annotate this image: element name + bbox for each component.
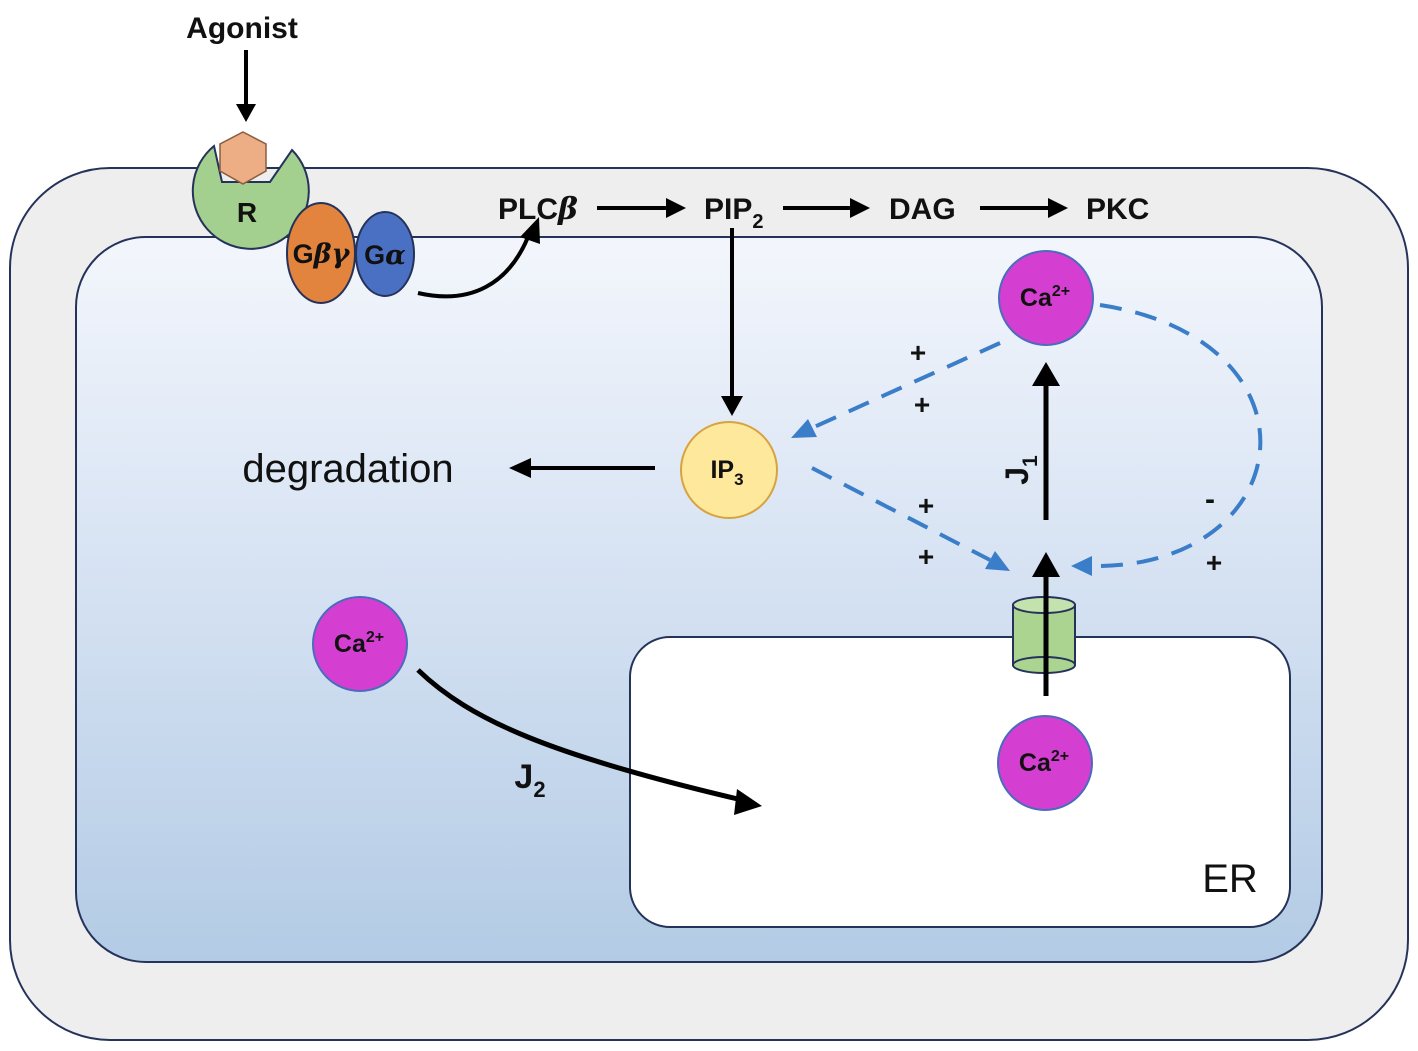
- g-alpha: [355, 211, 415, 297]
- calcium-label-er: Ca2+: [1019, 748, 1069, 777]
- degradation-label: degradation: [242, 447, 453, 491]
- calcium-label-left: Ca2+: [334, 629, 384, 658]
- g-alpha-label: Gα: [364, 240, 406, 271]
- g-beta-gamma-label: Gβγ: [293, 239, 351, 270]
- ip3-molecule: [680, 421, 778, 519]
- j1-label: J1: [999, 455, 1042, 485]
- agonist-molecule: [219, 131, 267, 185]
- calcium-er: [997, 715, 1093, 811]
- galpha-to-plc-arrow: [417, 231, 532, 299]
- calcium-cytosol-top: [998, 250, 1094, 346]
- calcium-label-top: Ca2+: [1020, 283, 1070, 312]
- sign-plus-4: +: [918, 541, 934, 572]
- dag-label: DAG: [889, 193, 956, 226]
- sign-plus-1: +: [910, 337, 926, 368]
- agonist-label: Agonist: [186, 12, 298, 45]
- g-beta-gamma: [286, 202, 356, 304]
- ca-to-channel-feedback: [1089, 303, 1263, 569]
- pkc-label: PKC: [1086, 193, 1149, 226]
- plc-beta-label: PLCβ: [498, 192, 578, 227]
- j2-arrow: [416, 668, 743, 803]
- calcium-cytosol-left: [312, 596, 408, 692]
- ip3-label: IP3: [710, 456, 743, 489]
- sign-plus-3: +: [918, 490, 934, 521]
- j2-label: J2: [514, 758, 545, 802]
- pip2-label: PIP2: [704, 193, 763, 233]
- receptor: [191, 144, 310, 250]
- endoplasmic-reticulum: [629, 636, 1291, 928]
- sign-minus: -: [1205, 483, 1215, 516]
- receptor-label: R: [237, 197, 257, 228]
- sign-plus-2: +: [914, 389, 930, 420]
- sign-plus-5: +: [1206, 547, 1222, 578]
- er-label: ER: [1202, 857, 1258, 901]
